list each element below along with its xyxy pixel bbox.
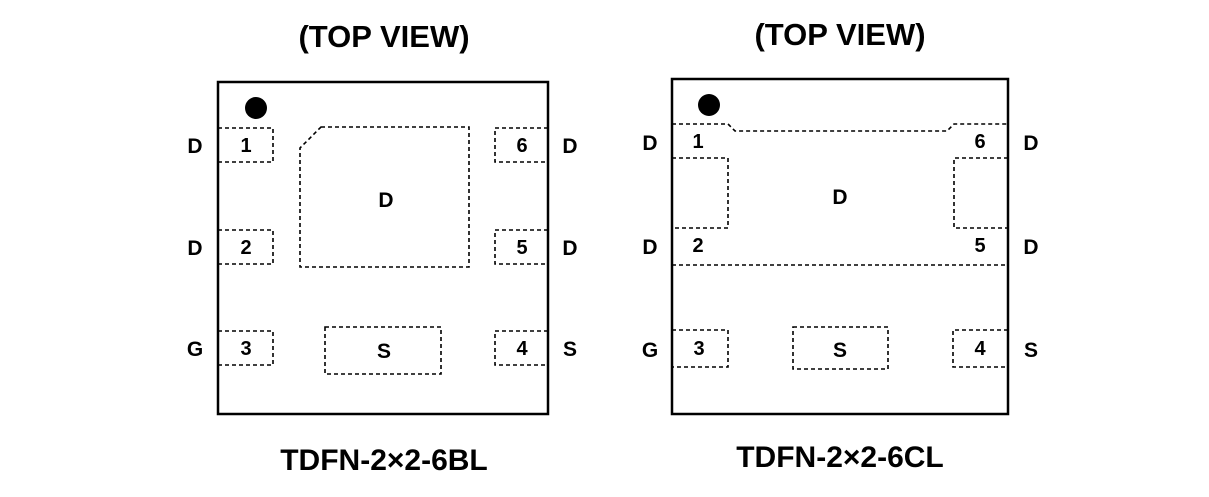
pin-label-6: D: [562, 135, 577, 158]
source-pad: [792, 326, 889, 370]
pin-label-3: G: [187, 338, 203, 361]
pin-label-2: D: [187, 237, 202, 260]
pin-label-2: D: [642, 236, 657, 259]
pin-number-6: 6: [974, 131, 985, 153]
package-outline: [670, 77, 1010, 416]
diagram-tdfn-6cl: (TOP VIEW) 1 2 3 4 5 6 D D G S D D D S T…: [642, 17, 1039, 474]
package-name: TDFN-2×2-6CL: [736, 441, 944, 474]
pin-number-1: 1: [692, 131, 703, 153]
pin-label-6: D: [1023, 132, 1038, 155]
top-view-title: (TOP VIEW): [298, 19, 469, 54]
pin-number-1: 1: [240, 135, 251, 157]
pin-pad-5: [494, 229, 548, 265]
pin-label-5: D: [562, 237, 577, 260]
pin-number-2: 2: [692, 235, 703, 257]
pin-number-5: 5: [516, 237, 527, 259]
pin-pad-2: [218, 229, 274, 265]
pin-number-3: 3: [693, 338, 704, 360]
pin-number-4: 4: [516, 338, 528, 360]
pin-number-3: 3: [240, 338, 251, 360]
package-name: TDFN-2×2-6BL: [280, 444, 488, 477]
pin-pad-4: [494, 330, 548, 366]
pin-number-5: 5: [974, 235, 985, 257]
drain-pad-label: D: [832, 186, 847, 209]
pin-pad-3: [672, 329, 729, 368]
pin-number-6: 6: [516, 135, 527, 157]
pin-pad-4: [952, 329, 1008, 368]
drain-pad-left-notch: [672, 157, 729, 229]
pin1-indicator-dot: [698, 94, 720, 116]
drain-pad-label: D: [378, 189, 393, 212]
pin-label-4: S: [563, 338, 577, 361]
pin-pad-1: [218, 127, 274, 163]
drain-pad-right-notch: [953, 157, 1008, 229]
pin-label-1: D: [642, 132, 657, 155]
source-pad-label: S: [833, 339, 847, 362]
pin-pad-3: [218, 330, 274, 366]
pin-label-3: G: [642, 339, 658, 362]
top-view-title: (TOP VIEW): [754, 17, 925, 52]
pin-label-5: D: [1023, 236, 1038, 259]
pin-pad-6: [494, 127, 548, 163]
diagram-tdfn-6bl: (TOP VIEW) 1 2 3 4 5 6 D D G S D D D S T…: [187, 19, 578, 477]
exposed-drain-pad-top-edge: [672, 123, 1008, 132]
source-pad: [324, 326, 442, 375]
pin-number-2: 2: [240, 237, 251, 259]
source-pad-label: S: [377, 340, 391, 363]
pin-label-4: S: [1024, 339, 1038, 362]
pin1-indicator-dot: [245, 97, 267, 119]
exposed-drain-pad: [299, 126, 470, 268]
pin-number-4: 4: [974, 338, 986, 360]
pin-label-1: D: [187, 135, 202, 158]
package-outline: [216, 80, 550, 416]
